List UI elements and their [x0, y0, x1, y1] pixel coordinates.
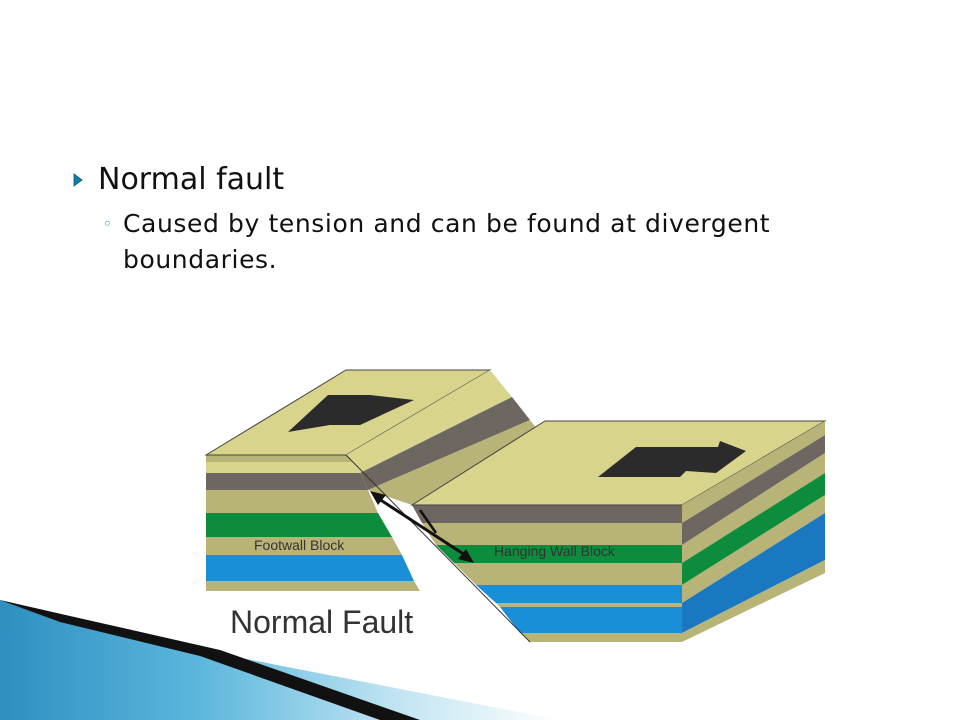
fault-scarp	[346, 370, 545, 505]
fault-block-illustration: Footwall Block Hanging Wall Block Normal…	[204, 369, 827, 643]
hanging-wall-front-face	[412, 505, 682, 642]
slip-arrow-icon	[370, 491, 474, 563]
sub-bullet-text: Caused by tension and can be found at di…	[123, 209, 771, 274]
decorative-swoosh	[0, 600, 960, 720]
normal-fault-diagram: Footwall Block Hanging Wall Block Normal…	[200, 355, 830, 650]
bullet-text: Normal fault	[98, 162, 285, 197]
hanging-wall-label: Hanging Wall Block	[494, 543, 616, 559]
diagram-title: Normal Fault	[230, 604, 413, 640]
footwall-label: Footwall Block	[254, 537, 345, 553]
right-arrow-icon	[598, 441, 746, 477]
fault-line	[345, 454, 531, 643]
sub-bullet-caused-by: ◦ Caused by tension and can be found at …	[103, 206, 883, 278]
hanging-wall-side-face	[682, 421, 825, 642]
ring-icon: ◦	[103, 215, 112, 233]
triangle-right-icon	[73, 173, 83, 187]
left-arrow-icon	[288, 395, 414, 432]
footwall-front-face	[206, 455, 420, 591]
bullet-normal-fault: Normal fault	[72, 160, 892, 200]
slip-guide-icon	[418, 509, 438, 534]
